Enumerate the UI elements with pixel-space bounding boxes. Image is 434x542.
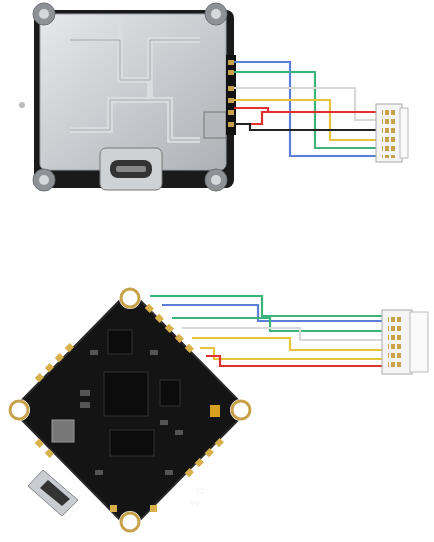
silkscreen-label: 5V xyxy=(190,500,199,508)
vtx-module xyxy=(19,3,236,191)
vtx-connector xyxy=(376,104,408,162)
vtx-wires xyxy=(234,62,378,156)
silkscreen-label: + xyxy=(102,506,108,514)
fc-wires xyxy=(150,296,384,366)
flight-controller xyxy=(8,287,252,533)
silkscreen-label: T2 xyxy=(196,488,205,496)
fc-connector xyxy=(382,310,428,374)
